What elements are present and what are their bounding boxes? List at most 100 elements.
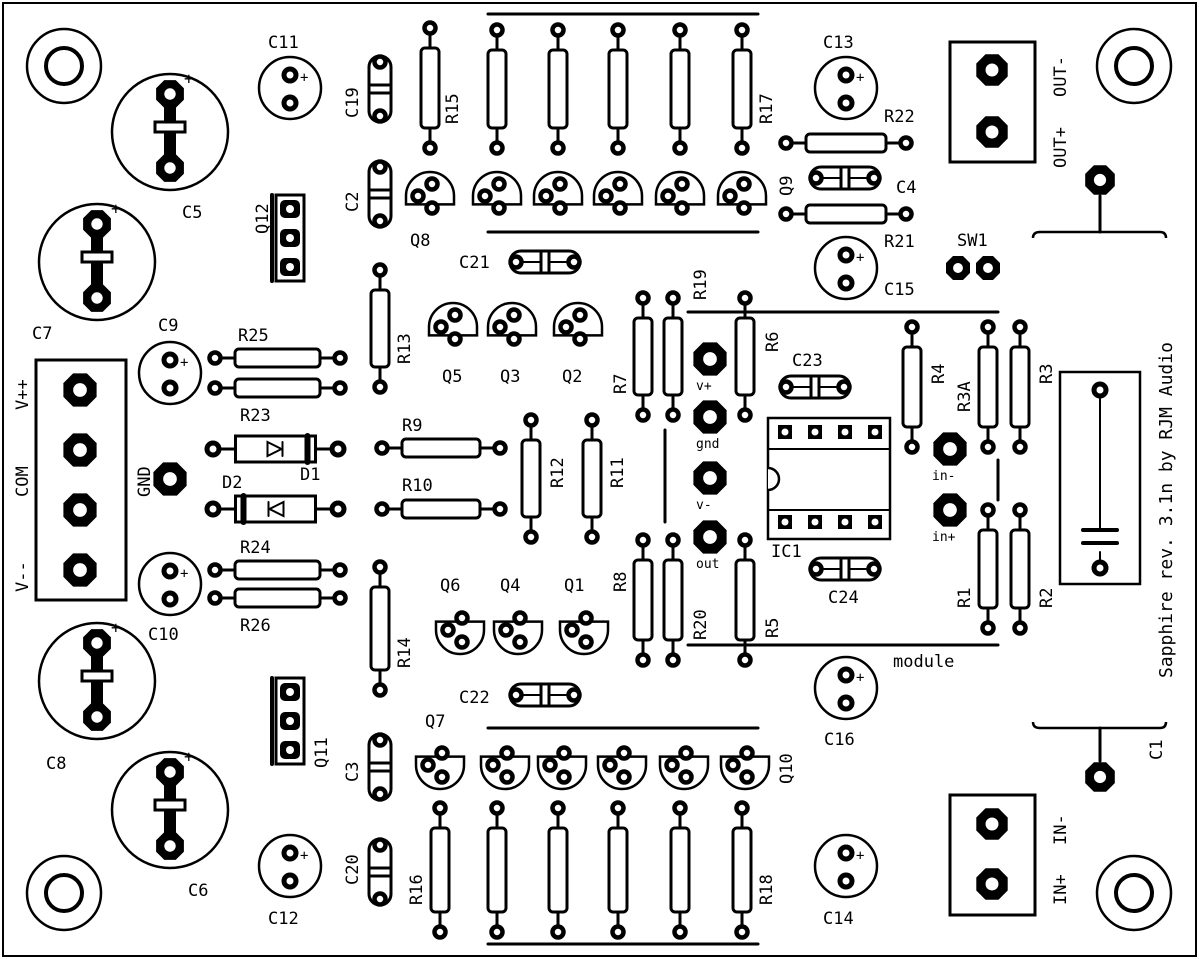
board-title: Sapphire rev. 3.1n by RJM Audio xyxy=(1156,342,1177,678)
label-q5: Q5 xyxy=(442,367,462,387)
label-d2: D2 xyxy=(222,473,242,493)
ic-ic1 xyxy=(766,416,892,541)
transistor-bottom-bank-2 xyxy=(536,745,588,791)
transistor-q11 xyxy=(270,676,306,766)
svg-text:+: + xyxy=(300,70,308,86)
svg-text:+: + xyxy=(111,618,121,637)
resistor-r7 xyxy=(632,290,654,423)
resistor-r20 xyxy=(662,532,684,668)
capacitor-c23 xyxy=(778,374,852,400)
label-r11: R11 xyxy=(608,457,628,488)
capacitor-c20 xyxy=(367,837,393,907)
transistor-q12 xyxy=(270,193,306,283)
capacitor-c19 xyxy=(367,54,393,124)
capacitor-c9: + xyxy=(137,340,203,406)
label-r5: R5 xyxy=(763,618,783,638)
resistor-r10 xyxy=(374,498,508,520)
label-c11: C11 xyxy=(268,33,299,53)
label-r22: R22 xyxy=(884,107,915,127)
capacitor-c11: + xyxy=(257,55,323,121)
label-q12: Q12 xyxy=(253,203,273,234)
resistor-r6 xyxy=(734,290,756,423)
label-c10: C10 xyxy=(148,625,179,645)
terminal-label-0: V++ xyxy=(13,379,33,410)
transistor-top-bank-3 xyxy=(592,170,644,216)
terminal-label-in-minus: IN- xyxy=(1051,814,1071,845)
resistor-r3 xyxy=(1009,319,1031,455)
module-pin-label: v- xyxy=(696,498,712,513)
capacitor-c12: + xyxy=(257,833,323,899)
resistor-r2 xyxy=(1009,502,1031,636)
capacitor-c3 xyxy=(367,732,393,802)
label-r23: R23 xyxy=(240,406,271,426)
capacitor-c22 xyxy=(508,682,582,708)
capacitor-c1 xyxy=(1058,370,1142,586)
capacitor-c10: + xyxy=(137,551,203,617)
resistor-r23 xyxy=(207,377,348,399)
label-c9: C9 xyxy=(158,316,178,336)
label-c16: C16 xyxy=(824,730,855,750)
resistor-r13 xyxy=(369,262,391,395)
capacitor-c14: + xyxy=(813,833,879,899)
resistor-r3a xyxy=(977,319,999,455)
label-c19: C19 xyxy=(343,87,363,118)
label-c7: C7 xyxy=(32,324,52,344)
label-r19: R19 xyxy=(691,269,711,300)
svg-text:+: + xyxy=(184,747,194,766)
input-pin-header: in-in+ xyxy=(932,432,967,545)
power-terminal-block xyxy=(34,358,128,602)
label-sw1: SW1 xyxy=(957,231,988,251)
mounting-hole-4 xyxy=(1095,854,1173,932)
label-c13: C13 xyxy=(823,33,854,53)
resistor-r12 xyxy=(520,412,542,545)
svg-text:+: + xyxy=(856,250,864,266)
label-r24: R24 xyxy=(240,538,271,558)
svg-text:+: + xyxy=(180,566,188,582)
label-r26: R26 xyxy=(240,616,271,636)
resistor-r21 xyxy=(778,203,914,225)
input-terminal-block xyxy=(948,793,1037,917)
input-pin-label: in+ xyxy=(932,530,956,545)
label-q3: Q3 xyxy=(500,367,520,387)
resistor-r26 xyxy=(207,587,348,609)
svg-text:+: + xyxy=(856,848,864,864)
label-r13: R13 xyxy=(395,333,415,364)
transistor-bottom-bank-5 xyxy=(719,745,771,791)
transistor-top-bank-4 xyxy=(654,170,706,216)
resistor-r9 xyxy=(374,437,508,459)
transistor-q3 xyxy=(486,301,538,347)
capacitor-c5: + xyxy=(110,69,230,192)
resistor-r15 xyxy=(419,20,441,156)
capacitor-c16: + xyxy=(813,655,879,721)
resistor-bottom-bank-3 xyxy=(607,800,629,940)
label-c1: C1 xyxy=(1147,740,1167,760)
resistor-r16 xyxy=(429,800,451,940)
label-q1: Q1 xyxy=(564,576,584,596)
diode-d2 xyxy=(204,493,347,525)
transistor-q1 xyxy=(558,610,610,656)
module-label: module xyxy=(893,652,954,672)
label-q8: Q8 xyxy=(410,231,430,251)
label-r15: R15 xyxy=(443,93,463,124)
resistor-r1 xyxy=(977,502,999,636)
svg-text:+: + xyxy=(856,670,864,686)
terminal-label-gnd: GND xyxy=(135,466,155,497)
resistor-r11 xyxy=(581,412,603,545)
input-pin-label: in- xyxy=(932,469,955,484)
label-r6: R6 xyxy=(763,332,783,352)
diode-d1 xyxy=(204,433,347,465)
label-r12: R12 xyxy=(548,457,568,488)
label-c8: C8 xyxy=(46,754,66,774)
transistor-bottom-bank-4 xyxy=(658,745,710,791)
resistor-r5 xyxy=(734,532,756,668)
svg-text:+: + xyxy=(111,199,121,218)
resistor-bottom-bank-4 xyxy=(669,800,691,940)
resistor-top-bank-2 xyxy=(547,22,569,156)
module-pin-label: out xyxy=(696,557,719,572)
label-r3a: R3A xyxy=(955,381,975,412)
label-r2: R2 xyxy=(1037,588,1057,608)
resistor-bottom-bank-2 xyxy=(547,800,569,940)
label-q11: Q11 xyxy=(312,737,332,768)
